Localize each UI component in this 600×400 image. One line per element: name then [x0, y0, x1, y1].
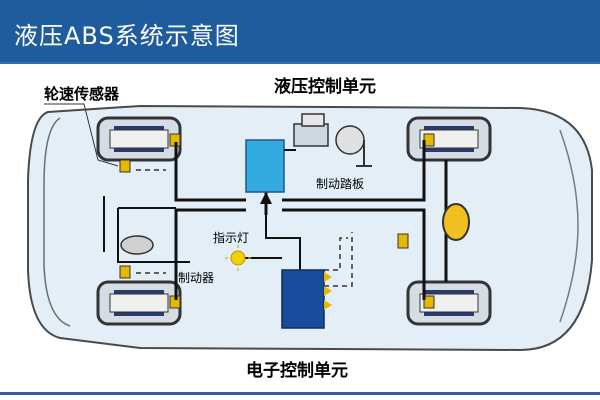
bottom-rule — [0, 392, 600, 395]
caliper-rr — [423, 295, 435, 309]
sensor-leader-line — [44, 103, 119, 167]
hydraulic-control-unit — [245, 139, 285, 193]
indicator-light — [230, 250, 246, 266]
differential — [442, 203, 470, 241]
label-electronic-control-unit: 电子控制单元 — [246, 360, 348, 381]
label-wheel-speed-sensor: 轮速传感器 — [44, 85, 120, 103]
steering-knuckle — [120, 235, 154, 255]
wheel-rear-left — [96, 280, 182, 326]
hydraulic-lines — [174, 140, 426, 300]
label-hydraulic-control-unit: 液压控制单元 — [274, 76, 376, 97]
label-brake: 制动器 — [178, 271, 214, 285]
wheel-speed-sensor-rl — [119, 265, 131, 279]
wheel-front-left — [96, 116, 182, 162]
electronic-control-unit — [281, 269, 325, 329]
brake-pedal — [356, 140, 372, 167]
master-cylinder — [284, 113, 365, 155]
label-indicator-light: 指示灯 — [213, 230, 249, 245]
wheel-rear-right — [406, 280, 492, 326]
indicator-rays — [225, 245, 251, 271]
title-bar: 液压ABS系统示意图 — [0, 0, 600, 64]
wheel-speed-sensor-fl — [119, 159, 131, 173]
wheel-speed-sensor-rr — [397, 233, 409, 249]
ecu-connectors — [324, 272, 332, 310]
sensor-wires — [136, 169, 353, 287]
signal-arrow — [260, 192, 272, 204]
windshield-line — [559, 129, 579, 323]
wheel-front-right — [406, 116, 492, 162]
car-body-inner-line — [43, 117, 71, 327]
label-brake-pedal: 制动踏板 — [316, 177, 364, 191]
page-title: 液压ABS系统示意图 — [14, 22, 240, 50]
steering-linkage — [103, 196, 190, 263]
